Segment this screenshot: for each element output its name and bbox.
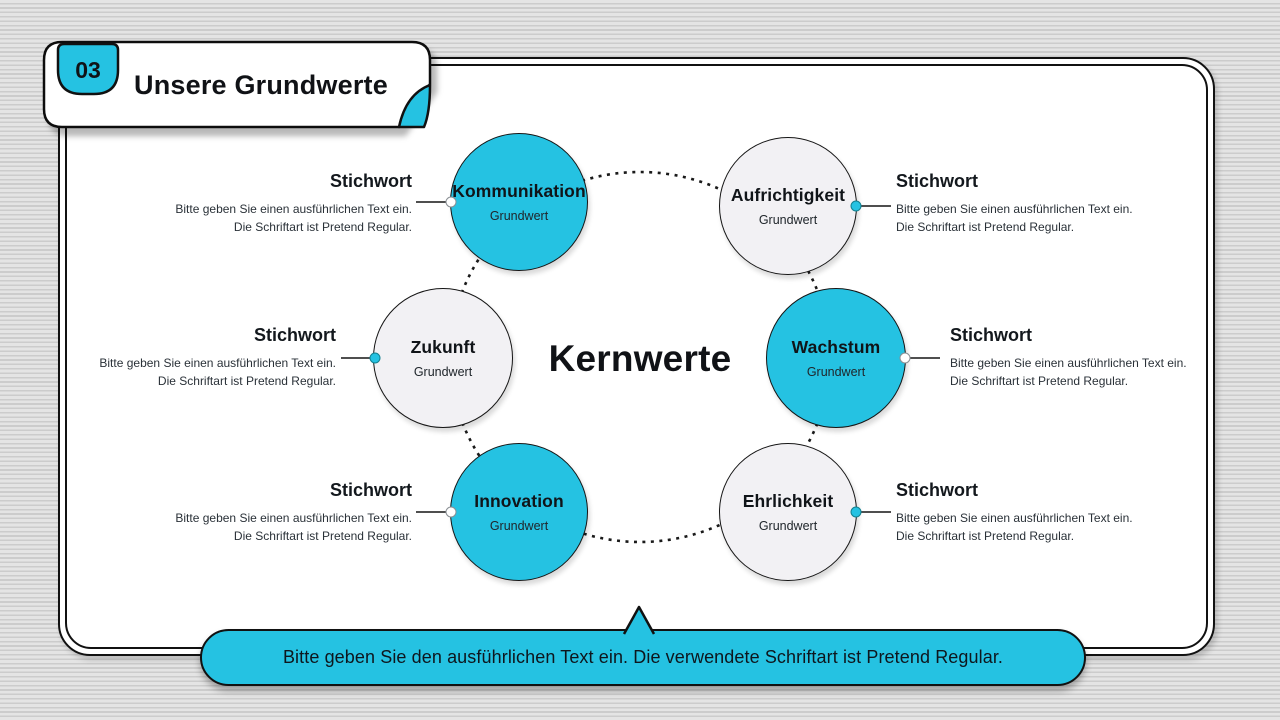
value-subtitle: Grundwert [806,365,866,379]
value-subtitle: Grundwert [413,365,473,379]
slide-title[interactable]: Unsere Grundwerte [134,70,388,100]
annotation-kommunikation[interactable]: Stichwort Bitte geben Sie einen ausführl… [102,171,412,236]
annotation-heading: Stichwort [253,325,336,345]
annotation-ehrlichkeit[interactable]: Stichwort Bitte geben Sie einen ausführl… [896,480,1206,545]
footer-note-text: Bitte geben Sie den ausführlichen Text e… [282,647,1004,667]
value-name: Ehrlichkeit [742,491,834,511]
annotation-heading: Stichwort [896,171,979,191]
annotation-line2: Die Schriftart ist Pretend Regular. [896,528,1075,543]
annotation-line1: Bitte geben Sie einen ausführlichen Text… [950,356,1187,370]
annotation-heading: Stichwort [950,325,1033,345]
value-name: Kommunikation [452,181,586,201]
annotation-line2: Die Schriftart ist Pretend Regular. [233,528,412,543]
value-circle-ehrlichkeit[interactable]: Ehrlichkeit Grundwert [719,443,857,581]
value-circle-aufrichtigkeit[interactable]: Aufrichtigkeit Grundwert [719,137,857,275]
annotation-zukunft[interactable]: Stichwort Bitte geben Sie einen ausführl… [26,325,336,390]
annotation-line1: Bitte geben Sie einen ausführlichen Text… [175,511,412,525]
value-name: Wachstum [791,337,881,357]
annotation-line1: Bitte geben Sie einen ausführlichen Text… [99,356,336,370]
annotation-wachstum[interactable]: Stichwort Bitte geben Sie einen ausführl… [950,325,1260,390]
annotation-line1: Bitte geben Sie einen ausführlichen Text… [175,202,412,216]
value-name: Innovation [474,491,564,511]
annotation-line2: Die Schriftart ist Pretend Regular. [233,219,412,234]
annotation-line2: Die Schriftart ist Pretend Regular. [157,373,336,388]
footer-note-bubble[interactable]: Bitte geben Sie den ausführlichen Text e… [200,629,1086,686]
folded-corner-decoration [397,83,432,129]
value-subtitle: Grundwert [758,213,818,227]
value-circle-innovation[interactable]: Innovation Grundwert [450,443,588,581]
annotation-aufrichtigkeit[interactable]: Stichwort Bitte geben Sie einen ausführl… [896,171,1206,236]
annotation-line1: Bitte geben Sie einen ausführlichen Text… [896,202,1133,216]
annotation-innovation[interactable]: Stichwort Bitte geben Sie einen ausführl… [102,480,412,545]
value-name: Zukunft [410,337,476,357]
annotation-heading: Stichwort [896,480,979,500]
value-subtitle: Grundwert [489,209,549,223]
header-card [42,40,432,129]
center-title[interactable]: Kernwerte [548,338,732,379]
annotation-line2: Die Schriftart ist Pretend Regular. [896,219,1075,234]
page-number: 03 [75,57,101,83]
annotation-line1: Bitte geben Sie einen ausführlichen Text… [896,511,1133,525]
value-name: Aufrichtigkeit [730,185,846,205]
page-number-badge [56,42,120,96]
annotation-heading: Stichwort [329,171,412,191]
value-subtitle: Grundwert [758,519,818,533]
value-subtitle: Grundwert [489,519,549,533]
annotation-heading: Stichwort [329,480,412,500]
annotation-line2: Die Schriftart ist Pretend Regular. [950,373,1129,388]
header-card-shape: 03 [42,40,432,129]
content-card [58,57,1215,656]
